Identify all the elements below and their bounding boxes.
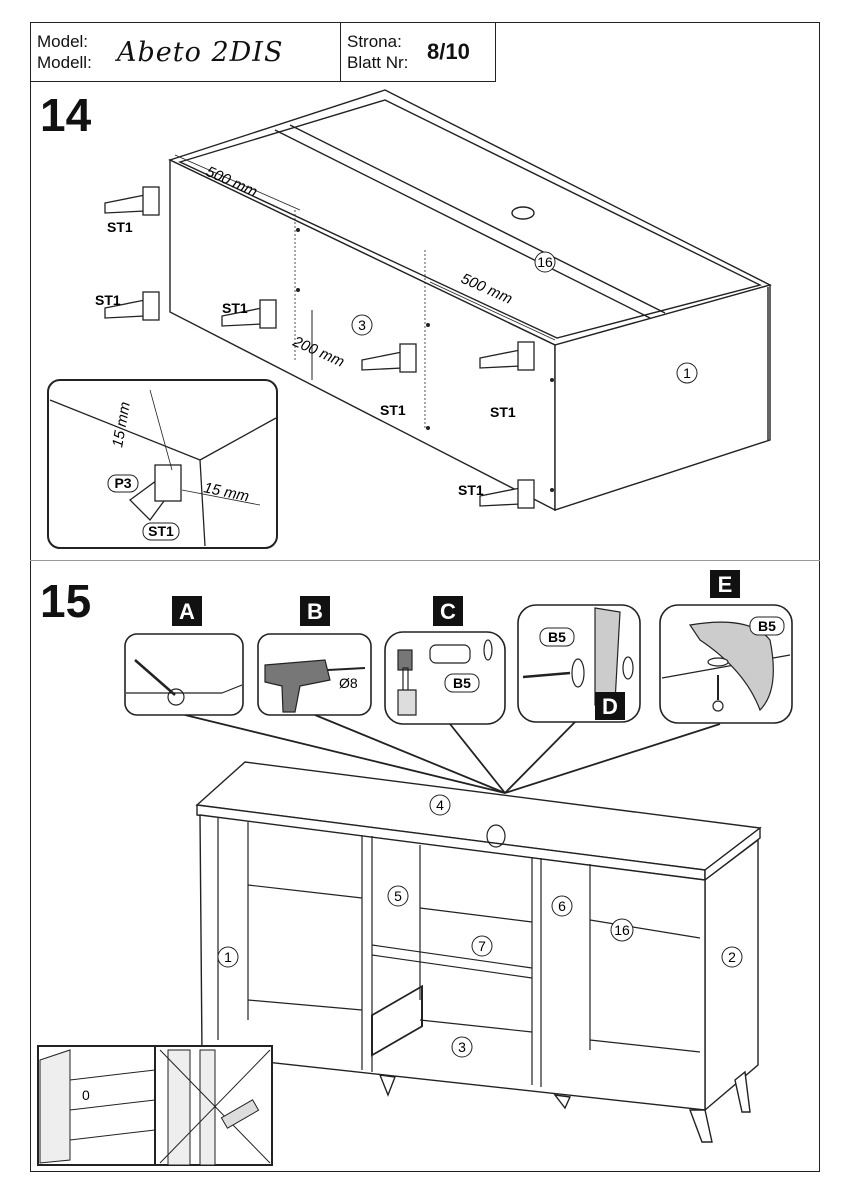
section-divider: [30, 560, 820, 561]
step-15-number: 15: [40, 575, 92, 627]
page-frame: [30, 22, 820, 1172]
page-label-pl: Strona:: [347, 32, 402, 51]
model-name: Abeto 2DIS: [117, 37, 284, 68]
step-14-number: 14: [40, 89, 92, 141]
title-block: Model: Modell: Abeto 2DIS Strona: Blatt Nr…: [30, 22, 496, 82]
model-label-pl: Model:: [37, 32, 89, 51]
model-cell: Model: Modell: Abeto 2DIS: [31, 23, 341, 81]
page-label-de: Blatt Nr:: [347, 53, 409, 72]
page-number: 8/10: [427, 39, 470, 64]
page-cell: Strona: Blatt Nr: 8/10: [341, 23, 494, 81]
model-label-de: Modell:: [37, 53, 92, 72]
